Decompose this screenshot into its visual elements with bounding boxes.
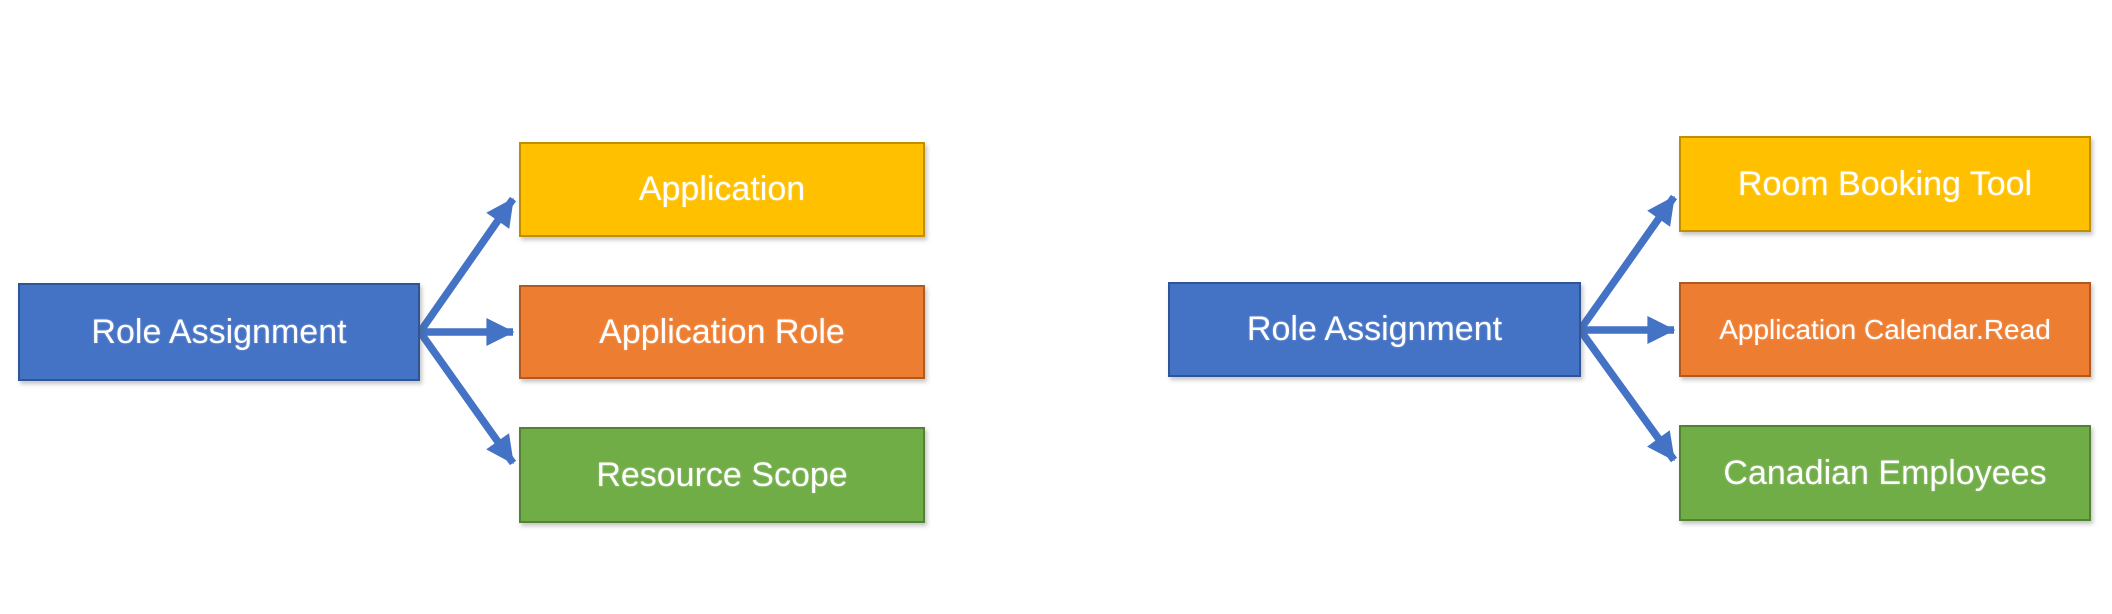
role-assignment-label: Role Assignment <box>91 312 347 351</box>
canadian-employees-box: Canadian Employees <box>1679 425 2091 521</box>
canadian-employees-label: Canadian Employees <box>1723 453 2047 492</box>
arrow-role-to-resource-scope <box>416 329 517 466</box>
room-booking-tool-box: Room Booking Tool <box>1679 136 2091 232</box>
role-assignment-box: Role Assignment <box>1168 282 1581 377</box>
application-label: Application <box>638 170 806 208</box>
room-booking-tool-label: Room Booking Tool <box>1737 164 2033 203</box>
resource-scope-box: Resource Scope <box>519 427 925 523</box>
application-box: Application <box>519 142 925 237</box>
application-role-label: Application Role <box>599 312 845 351</box>
arrow-role-to-application <box>416 196 517 335</box>
arrow-role-to-room-booking-tool <box>1576 194 1678 333</box>
application-calendar-read-box: Application Calendar.Read <box>1679 282 2091 377</box>
application-calendar-read-label: Application Calendar.Read <box>1719 313 2051 345</box>
application-role-box: Application Role <box>519 285 925 379</box>
role-assignment-label: Role Assignment <box>1246 310 1503 348</box>
resource-scope-label: Resource Scope <box>596 455 848 494</box>
role-assignment-box: Role Assignment <box>18 283 420 381</box>
arrow-role-to-canadian-employees <box>1576 327 1678 463</box>
